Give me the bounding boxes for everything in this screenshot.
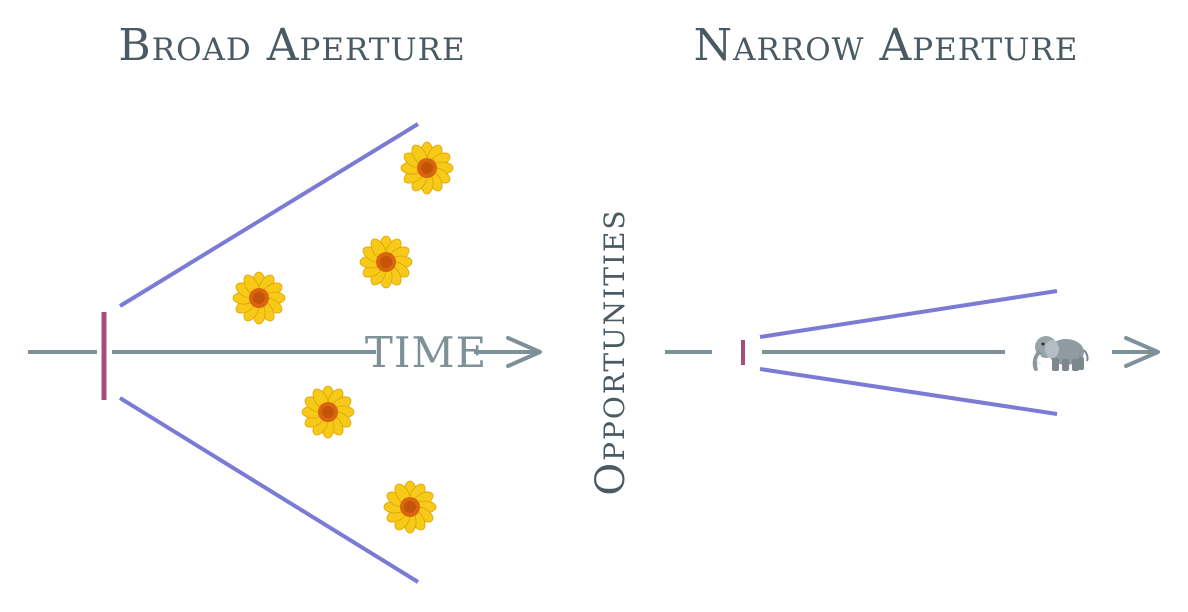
sunflower-icon bbox=[400, 141, 454, 195]
narrow-aperture-upper-line bbox=[759, 289, 1058, 339]
arrowhead-icon bbox=[1124, 336, 1160, 368]
broad-time-axis bbox=[28, 336, 542, 368]
title-broad-aperture: Broad Aperture bbox=[118, 20, 465, 71]
title-narrow-aperture: Narrow Aperture bbox=[694, 20, 1079, 71]
sunflower-icon bbox=[383, 480, 437, 534]
sunflower-icon bbox=[301, 385, 355, 439]
broad-aperture-upper-line bbox=[118, 122, 420, 308]
time-label: TIME bbox=[365, 328, 487, 377]
arrowhead-icon bbox=[506, 336, 542, 368]
narrow-time-axis bbox=[665, 336, 1160, 368]
opportunities-label: Opportunities bbox=[588, 208, 634, 495]
narrow-aperture-lower-line bbox=[759, 367, 1058, 416]
sunflower-icon bbox=[232, 271, 286, 325]
broad-aperture-lower-line bbox=[118, 396, 420, 584]
sunflower-icon bbox=[359, 235, 413, 289]
elephant-icon bbox=[1032, 336, 1089, 371]
